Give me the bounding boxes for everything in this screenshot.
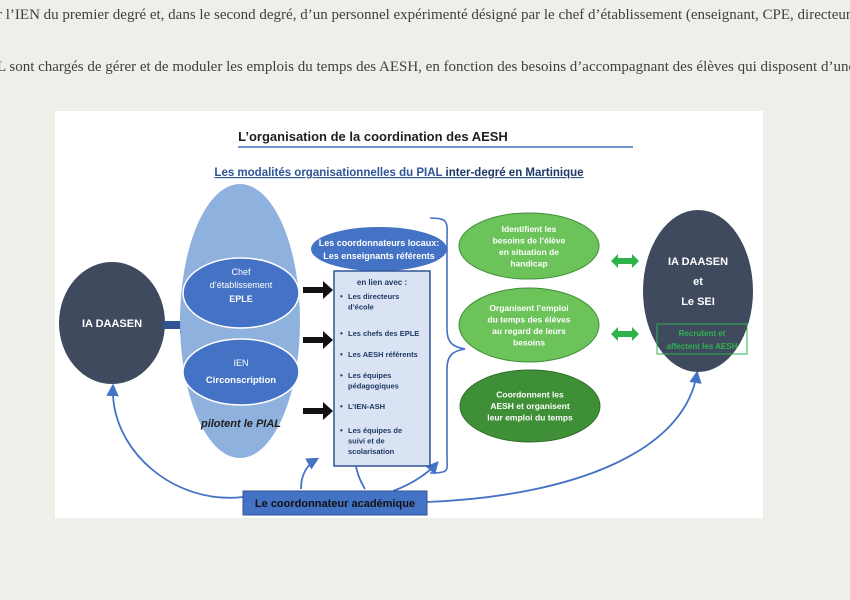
right-node-line-1: IA DAASEN <box>668 256 728 268</box>
subtitle-part-1: Les modalités organisationnelles du PIAL <box>214 167 445 179</box>
green-identifient-ellipse <box>458 212 600 280</box>
partners-list: • Les directeurs d’école • Les chefs des EPL… <box>340 292 419 456</box>
ia-daasen-sei-right-node <box>643 210 753 372</box>
bullet-icon: • <box>340 292 343 301</box>
recrutent-line-2: affectent les AESH <box>667 342 738 351</box>
green-coordonnent-ellipse <box>459 369 601 443</box>
green1-line-4: handicap <box>510 258 547 268</box>
list-item-1-line-2: d’école <box>348 303 374 312</box>
ia-daasen-left-node <box>59 262 165 384</box>
right-node-line-3: Le SEI <box>681 296 715 308</box>
green2-line-1: Organisent l’emploi <box>489 303 568 313</box>
coord-locaux-line-1: Les coordonnateurs locaux: <box>319 238 440 248</box>
list-item-2-line-1: Les chefs des EPLE <box>348 329 419 338</box>
ien-ellipse <box>182 338 300 406</box>
subtitle-part-2: inter-degré en Martinique <box>446 167 584 179</box>
bullet-icon: • <box>340 426 343 435</box>
body-text-line-2: L sont chargés de gérer et de moduler le… <box>0 59 850 75</box>
list-item-3-line-1: Les AESH référents <box>348 350 418 359</box>
green2-line-4: besoins <box>513 337 545 347</box>
arrow-to-list-1-icon <box>303 281 333 299</box>
green2-line-2: du temps des élèves <box>487 314 570 324</box>
ien-line-1: IEN <box>233 358 248 368</box>
chef-etablissement-ellipse <box>182 257 300 329</box>
green3-line-3: leur emploi du temps <box>487 413 573 423</box>
ien-line-2: Circonscription <box>206 375 276 386</box>
coord-locaux-line-2: Les enseignants référents <box>323 251 435 261</box>
pilotent-le-pial: pilotent le PIAL <box>200 418 281 430</box>
green3-line-1: Coordonnent les <box>496 390 564 400</box>
right-node-line-2: et <box>693 276 703 288</box>
green1-line-3: en situation de <box>499 247 559 257</box>
bullet-icon: • <box>340 350 343 359</box>
green2-line-3: au regard de leurs <box>492 326 566 336</box>
green3-line-2: AESH et organisent <box>490 401 570 411</box>
en-lien-avec: en lien avec : <box>357 278 407 287</box>
chef-line-3: EPLE <box>229 294 253 304</box>
chef-line-2: d’établissement <box>210 280 273 290</box>
connector-to-right-node <box>426 370 702 503</box>
connector-to-brace <box>392 461 439 492</box>
list-item-4-line-2: pédagogiques <box>348 382 399 391</box>
coordonnateur-academique-label: Le coordonnateur académique <box>255 498 415 510</box>
list-item-1-line-1: Les directeurs <box>348 292 399 301</box>
list-item-6-line-2: suivi et de <box>348 437 385 446</box>
connector-to-left-node <box>106 383 244 499</box>
partners-list-box <box>333 270 431 467</box>
diagram-title: L’organisation de la coordination des AE… <box>238 129 508 144</box>
list-item-6-line-1: Les équipes de <box>348 426 402 435</box>
ia-daasen-left-label: IA DAASEN <box>82 318 142 330</box>
bullet-icon: • <box>340 329 343 338</box>
arrow-to-list-3-icon <box>303 402 333 420</box>
list-item-5-line-1: L’IEN-ASH <box>348 402 385 411</box>
list-item-6-line-3: scolarisation <box>348 447 395 456</box>
chef-line-1: Chef <box>231 267 251 277</box>
list-item-4-line-1: Les équipes <box>348 371 391 380</box>
bullet-icon: • <box>340 371 343 380</box>
coordonnateur-academique-box <box>242 490 428 516</box>
double-arrow-2-icon <box>611 327 639 341</box>
grouping-brace <box>429 217 466 474</box>
green1-line-2: besoins de l’élève <box>493 235 566 245</box>
green-organisent-ellipse <box>458 287 600 363</box>
connector-to-pial <box>300 457 320 490</box>
coordination-diagram: L’organisation de la coordination des AE… <box>55 111 763 518</box>
bullet-icon: • <box>340 402 343 411</box>
coordonnateurs-locaux-ellipse <box>311 227 447 271</box>
diagram-subtitle: Les modalités organisationnelles du PIAL… <box>214 167 583 179</box>
double-arrow-1-icon <box>611 254 639 268</box>
body-text-line-1: r l’IEN du premier degré et, dans le sec… <box>0 7 850 23</box>
recrutent-line-1: Recrutent et <box>679 329 726 338</box>
recrutent-box <box>656 323 748 355</box>
arrow-to-list-2-icon <box>303 331 333 349</box>
green1-line-1: Identifient les <box>502 224 557 234</box>
